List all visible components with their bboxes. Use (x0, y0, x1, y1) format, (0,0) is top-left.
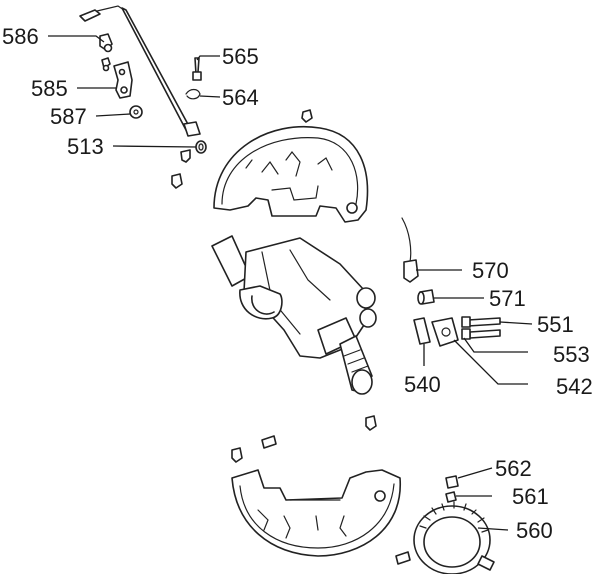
bolt-upper-left (101, 57, 111, 72)
pin-565 (192, 57, 202, 81)
callout-570: 570 (472, 258, 509, 283)
callout-553: 553 (553, 342, 590, 367)
lower-dust-shield (231, 469, 401, 557)
screw-center (365, 415, 377, 431)
callout-562: 562 (495, 456, 532, 481)
screws-551-553 (461, 316, 501, 340)
sensor-cable-586 (79, 5, 201, 137)
part-561 (445, 491, 457, 503)
callout-564: 564 (222, 85, 259, 110)
callout-561: 561 (512, 484, 549, 509)
callout-513: 513 (67, 134, 104, 159)
clip-564 (185, 88, 201, 100)
callout-labels: 586 585 587 513 565 564 570 571 551 553 … (2, 24, 593, 543)
screw-upper-shield (301, 109, 313, 123)
bushing-571 (417, 289, 435, 305)
axle-spindle-assembly (211, 235, 377, 395)
abs-sensor-570 (401, 217, 419, 283)
callout-586: 586 (2, 24, 39, 49)
plate-540 (413, 317, 431, 345)
washer-587 (129, 105, 143, 119)
tone-ring-560 (395, 501, 495, 574)
leader-lines (48, 35, 533, 531)
grommet-513 (171, 140, 207, 189)
small-parts-lower (231, 435, 277, 463)
callout-565: 565 (222, 44, 259, 69)
callout-560: 560 (516, 518, 553, 543)
callout-540: 540 (404, 372, 441, 397)
block-542 (431, 317, 459, 347)
callout-551: 551 (537, 312, 574, 337)
callout-587: 587 (50, 104, 87, 129)
upper-dust-shield (213, 126, 369, 223)
callout-585: 585 (31, 76, 68, 101)
callout-571: 571 (489, 286, 526, 311)
bracket-585 (113, 61, 133, 99)
part-562 (445, 475, 459, 489)
callout-542: 542 (556, 374, 593, 399)
